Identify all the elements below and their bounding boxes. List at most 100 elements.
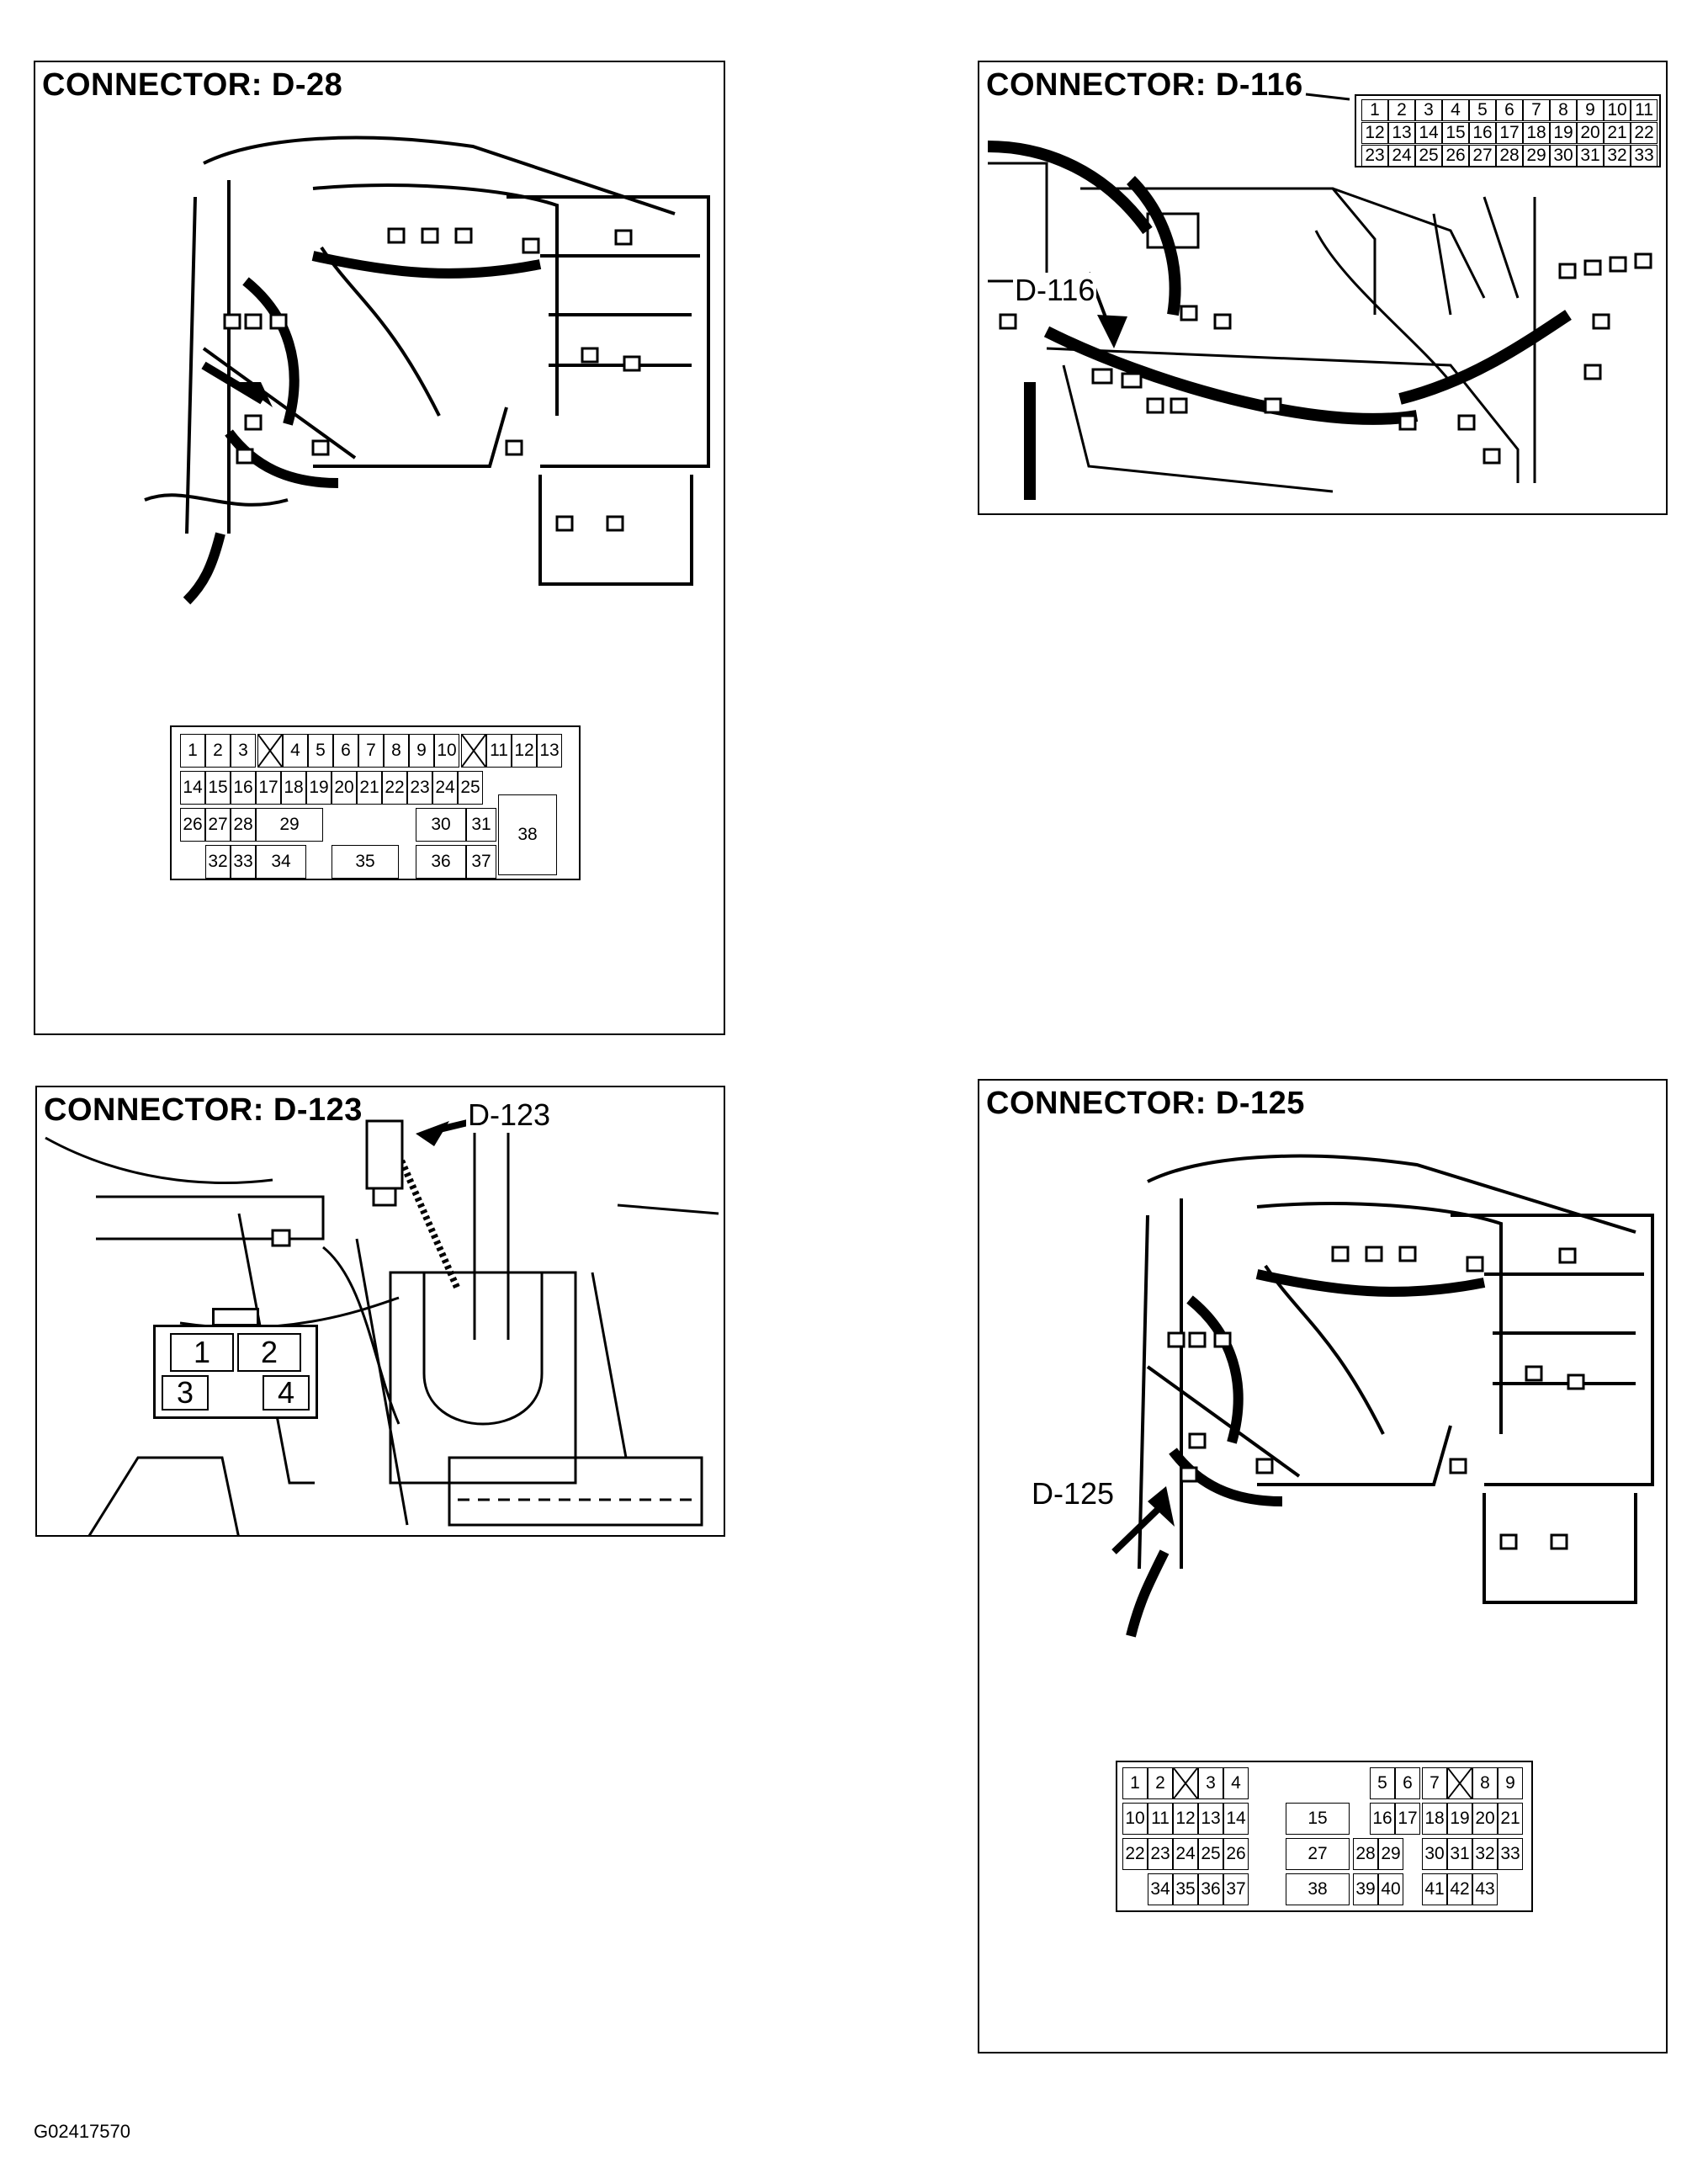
pin-cell: 10 <box>434 734 459 768</box>
pin-cell: 35 <box>1173 1873 1198 1905</box>
pin-cell: 20 <box>332 771 357 805</box>
pin-cell: 29 <box>1378 1838 1403 1870</box>
pin-cell: 32 <box>1604 145 1631 167</box>
pin-cell: 18 <box>281 771 306 805</box>
pin-cell: 8 <box>1472 1767 1498 1799</box>
pin-cell: 41 <box>1422 1873 1447 1905</box>
pin-cell: 33 <box>231 845 256 879</box>
pin-cell: 23 <box>1148 1838 1173 1870</box>
pin-cell: 31 <box>1447 1838 1472 1870</box>
pin-cell: 19 <box>1447 1803 1472 1835</box>
pin-cell: 33 <box>1498 1838 1523 1870</box>
pin-cell: 3 <box>1198 1767 1223 1799</box>
pin-cell: 36 <box>416 845 466 879</box>
pin-cell: 18 <box>1422 1803 1447 1835</box>
pin-cell: 7 <box>358 734 384 768</box>
pin-cell: 1 <box>180 734 205 768</box>
pin-cell-blank <box>461 734 486 768</box>
pin-cell: 4 <box>1223 1767 1249 1799</box>
pin-cell: 22 <box>1122 1838 1148 1870</box>
pin-cell: 26 <box>1223 1838 1249 1870</box>
pin-cell: 6 <box>1395 1767 1420 1799</box>
pin-cell: 19 <box>306 771 332 805</box>
pin-cell: 1 <box>170 1333 234 1372</box>
pin-cell: 25 <box>458 771 483 805</box>
pin-cell-blank <box>1173 1767 1198 1799</box>
pointer-label: D-125 <box>1030 1476 1117 1511</box>
pin-cell: 13 <box>537 734 562 768</box>
pin-cell: 8 <box>384 734 409 768</box>
pin-cell: 13 <box>1198 1803 1223 1835</box>
pin-cell: 14 <box>1415 122 1442 144</box>
pin-cell: 30 <box>416 808 466 842</box>
pin-cell: 2 <box>205 734 231 768</box>
pin-cell: 19 <box>1550 122 1577 144</box>
pin-cell: 16 <box>1370 1803 1395 1835</box>
panel-title: CONNECTOR: D-28 <box>42 67 343 104</box>
pin-cell: 4 <box>283 734 308 768</box>
pin-cell: 38 <box>1286 1873 1350 1905</box>
pin-cell: 31 <box>1577 145 1604 167</box>
pin-cell: 15 <box>205 771 231 805</box>
panel-title: CONNECTOR: D-125 <box>986 1086 1305 1122</box>
pin-cell: 29 <box>256 808 323 842</box>
pin-cell: 3 <box>162 1375 209 1411</box>
pointer-label: D-123 <box>466 1097 553 1133</box>
pin-cell: 1 <box>1122 1767 1148 1799</box>
pin-cell: 24 <box>1173 1838 1198 1870</box>
pin-cell: 24 <box>1388 145 1415 167</box>
pin-cell: 6 <box>333 734 358 768</box>
pin-cell: 17 <box>1496 122 1523 144</box>
pin-cell: 3 <box>231 734 256 768</box>
pin-cell: 32 <box>205 845 231 879</box>
pin-cell: 25 <box>1415 145 1442 167</box>
pin-cell: 7 <box>1523 99 1550 121</box>
pin-cell: 28 <box>1496 145 1523 167</box>
pin-cell: 27 <box>1286 1838 1350 1870</box>
pin-cell: 28 <box>231 808 256 842</box>
pin-cell: 10 <box>1122 1803 1148 1835</box>
pin-cell: 1 <box>1361 99 1388 121</box>
pin-cell: 3 <box>1415 99 1442 121</box>
pin-cell: 10 <box>1604 99 1631 121</box>
connector-key <box>212 1308 259 1326</box>
pin-cell: 11 <box>1148 1803 1173 1835</box>
pin-cell: 7 <box>1422 1767 1447 1799</box>
dashboard-illustration <box>987 93 1652 500</box>
pin-cell: 5 <box>1469 99 1496 121</box>
figure-code: G02417570 <box>34 2121 130 2142</box>
pin-cell: 20 <box>1472 1803 1498 1835</box>
pin-cell: 26 <box>1442 145 1469 167</box>
dashboard-illustration <box>144 135 710 605</box>
pin-cell: 2 <box>237 1333 301 1372</box>
pin-cell: 43 <box>1472 1873 1498 1905</box>
panel-connector-d28: CONNECTOR: D-28 <box>34 61 725 1035</box>
pin-cell-blank <box>1447 1767 1472 1799</box>
pin-cell: 15 <box>1286 1803 1350 1835</box>
pin-cell: 12 <box>1361 122 1388 144</box>
pin-cell: 27 <box>1469 145 1496 167</box>
pin-cell: 34 <box>1148 1873 1173 1905</box>
pin-cell: 40 <box>1378 1873 1403 1905</box>
pin-cell: 18 <box>1523 122 1550 144</box>
pin-cell: 22 <box>1631 122 1658 144</box>
pin-cell: 5 <box>1370 1767 1395 1799</box>
pin-cell: 17 <box>1395 1803 1420 1835</box>
pin-cell: 16 <box>1469 122 1496 144</box>
pin-cell: 4 <box>1442 99 1469 121</box>
pin-cell: 9 <box>1498 1767 1523 1799</box>
pin-cell: 6 <box>1496 99 1523 121</box>
pin-cell: 2 <box>1388 99 1415 121</box>
pin-cell: 15 <box>1442 122 1469 144</box>
pin-cell: 12 <box>1173 1803 1198 1835</box>
pin-cell: 20 <box>1577 122 1604 144</box>
pin-grid-d123: 1 2 3 4 <box>153 1308 318 1419</box>
pin-cell: 30 <box>1550 145 1577 167</box>
pin-cell: 4 <box>263 1375 310 1411</box>
pin-cell: 35 <box>332 845 399 879</box>
pin-cell: 13 <box>1388 122 1415 144</box>
pin-cell: 25 <box>1198 1838 1223 1870</box>
